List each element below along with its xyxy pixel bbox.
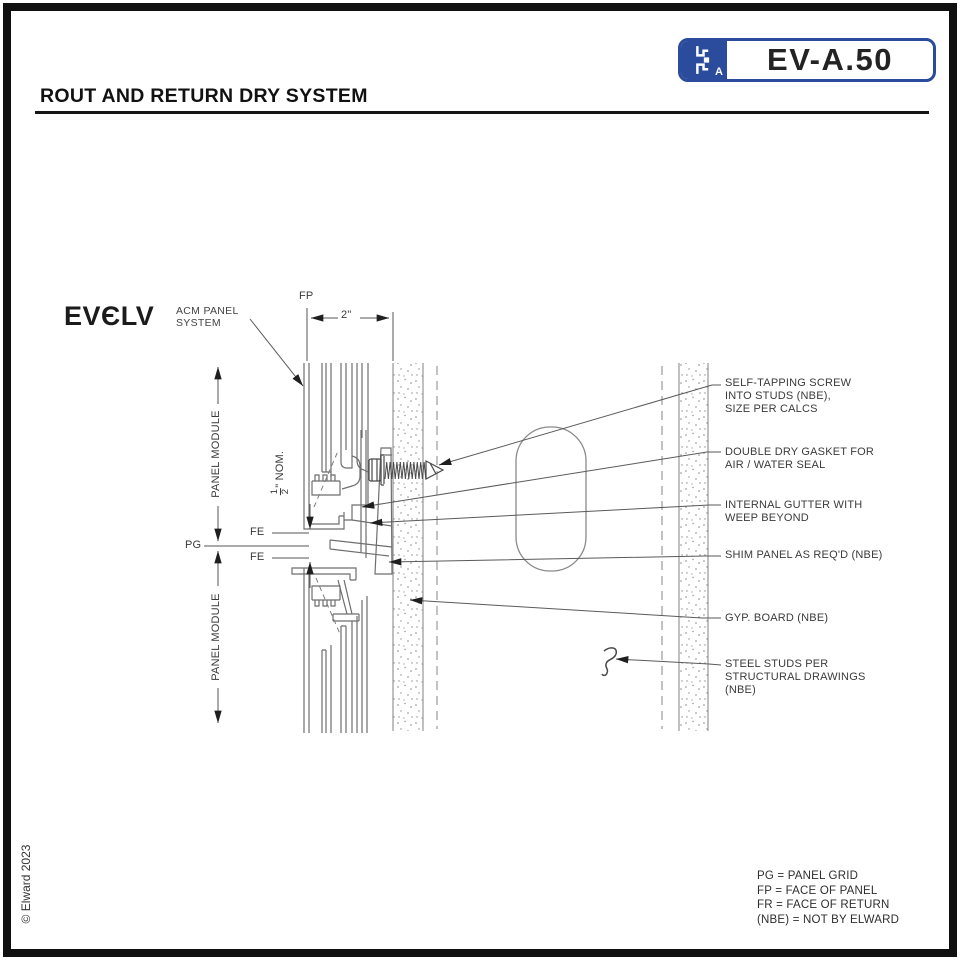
- gyp-board-right: [678, 363, 709, 731]
- annotation-line: SIZE PER CALCS: [725, 403, 818, 415]
- label-fp: FP: [299, 290, 314, 302]
- badge-icon-box: A: [681, 41, 727, 79]
- label-panel-module-lower: PANEL MODULE: [210, 593, 222, 681]
- panel-profiles: [291, 363, 393, 733]
- annotation-line: GYP. BOARD (NBE): [725, 612, 829, 624]
- annotation-line: INTO STUDS (NBE),: [725, 390, 831, 402]
- copyright-notice: © Elward 2023: [19, 844, 33, 924]
- steel-stud-symbol: [601, 647, 618, 677]
- annotation-line: INTERNAL GUTTER WITH: [725, 499, 863, 511]
- annotation-self-tapping-screw: SELF-TAPPING SCREW INTO STUDS (NBE), SIZ…: [725, 377, 851, 416]
- annotation-line: DOUBLE DRY GASKET FOR: [725, 446, 875, 458]
- legend-nbe: (NBE) = NOT BY ELWARD: [757, 913, 900, 926]
- annotation-internal-gutter: INTERNAL GUTTER WITH WEEP BEYOND: [725, 499, 862, 525]
- logo-glyph: Є: [101, 301, 121, 331]
- legend-pg: PG = PANEL GRID: [757, 870, 859, 882]
- abbreviation-legend: PG = PANEL GRID FP = FACE OF PANEL FR = …: [757, 869, 899, 927]
- steel-stud-outline: [515, 426, 587, 572]
- annotation-line: SELF-TAPPING SCREW: [725, 377, 852, 389]
- detail-number: EV-A.50: [767, 42, 893, 77]
- detail-number-badge: A EV-A.50: [678, 38, 936, 82]
- joint-denominator: 2: [279, 488, 291, 495]
- annotation-steel-studs: STEEL STUDS PER STRUCTURAL DRAWINGS (NBE…: [725, 658, 866, 697]
- annotation-line: WEEP BEYOND: [725, 512, 809, 524]
- legend-fp: FP = FACE OF PANEL: [757, 884, 878, 897]
- joint-numerator: 1: [269, 487, 281, 496]
- title-underline: [35, 111, 929, 114]
- panel-section-icon: [696, 46, 710, 74]
- page-title: ROUT AND RETURN DRY SYSTEM: [40, 85, 368, 107]
- annotation-line: AIR / WATER SEAL: [725, 459, 826, 471]
- tagline-line-2: SYSTEM: [176, 316, 221, 329]
- label-fe-lower: FE: [250, 551, 265, 563]
- annotation-dry-gasket: DOUBLE DRY GASKET FOR AIR / WATER SEAL: [725, 446, 874, 472]
- badge-letter: A: [715, 66, 723, 78]
- gyp-board-left: [392, 363, 424, 731]
- annotation-line: SHIM PANEL AS REQ'D (NBE): [725, 549, 883, 561]
- self-tapping-screw: [368, 454, 445, 486]
- logo-tagline: ACM PANEL SYSTEM: [176, 305, 239, 329]
- dimension-lines: [204, 308, 394, 724]
- label-pg: PG: [185, 539, 202, 551]
- logo-prefix: EV: [64, 301, 102, 331]
- tagline-line-1: ACM PANEL: [176, 305, 239, 317]
- logo-suffix: LV: [120, 301, 155, 331]
- annotation-line: STEEL STUDS PER: [725, 658, 829, 670]
- joint-suffix: " NOM.: [273, 450, 286, 488]
- annotation-gyp-board: GYP. BOARD (NBE): [725, 612, 828, 625]
- label-panel-depth: 2": [341, 309, 352, 321]
- label-fe-upper: FE: [250, 526, 265, 538]
- legend-fr: FR = FACE OF RETURN: [757, 899, 890, 911]
- annotation-line: (NBE): [725, 684, 756, 696]
- annotation-shim-panel: SHIM PANEL AS REQ'D (NBE): [725, 549, 882, 562]
- label-panel-module-upper: PANEL MODULE: [210, 410, 222, 498]
- annotation-line: STRUCTURAL DRAWINGS: [725, 671, 866, 683]
- leader-lines: [249, 318, 722, 666]
- evolv-logo: EVЄLV: [64, 301, 154, 332]
